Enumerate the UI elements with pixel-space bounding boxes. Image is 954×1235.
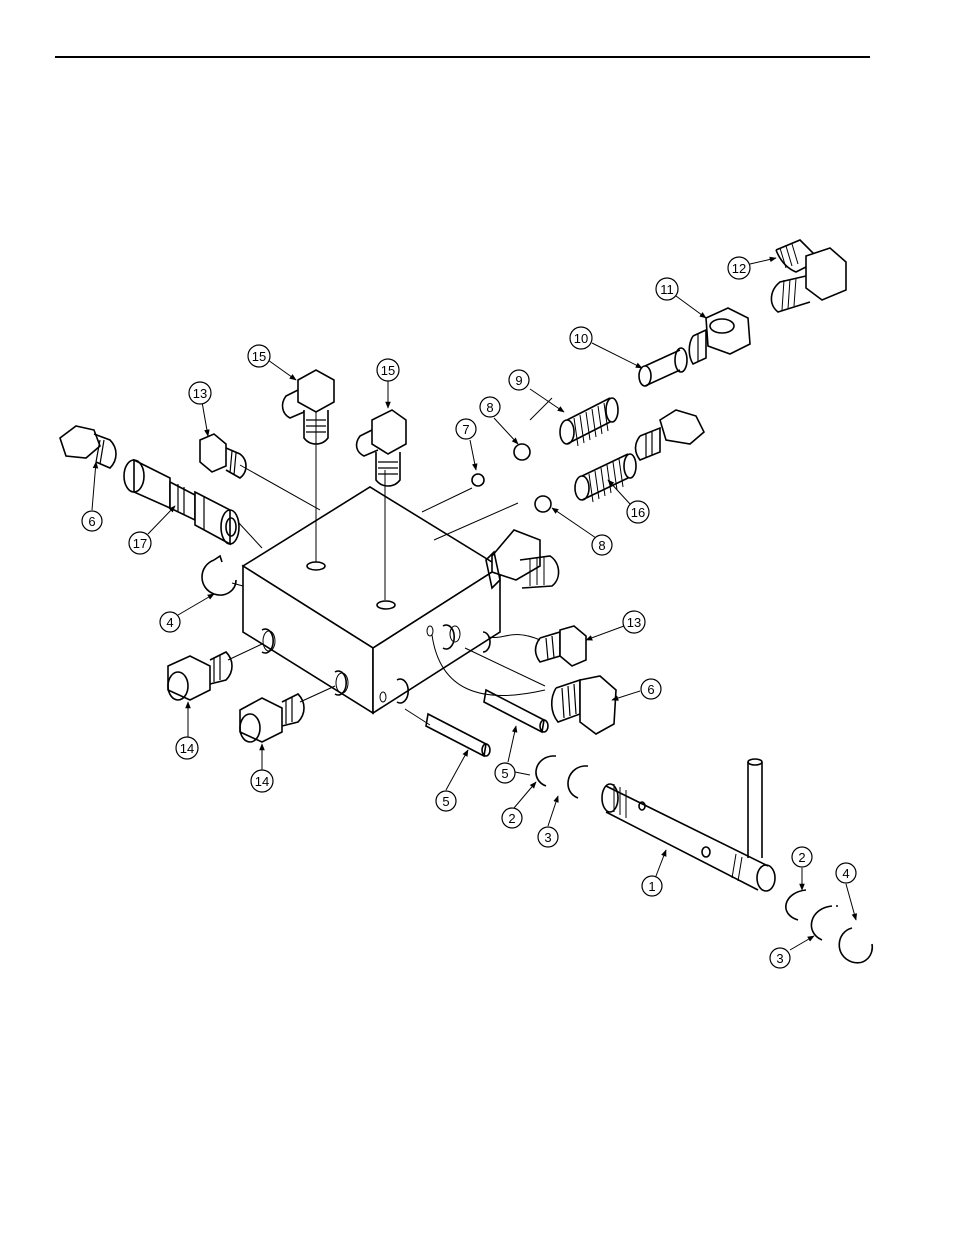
fitting-upper-left	[199, 433, 247, 479]
callout-label: 5	[442, 794, 449, 809]
hex-bolt-left	[59, 425, 117, 469]
fitting-lower-right	[534, 625, 587, 667]
pin-left	[425, 712, 491, 758]
callout-label: 15	[252, 349, 266, 364]
callout-label: 3	[544, 830, 551, 845]
manifold-block	[241, 486, 502, 715]
callout-label: 14	[180, 741, 194, 756]
callout-label: 2	[798, 850, 805, 865]
callout-5a: 5	[435, 790, 457, 812]
backup-ring-left	[535, 755, 556, 787]
callout-label: 9	[515, 373, 522, 388]
elbow-fitting-block-right	[485, 529, 560, 590]
callout-4a: 4	[159, 611, 181, 633]
callout-5b: 5	[494, 762, 516, 784]
spring-upper	[559, 397, 619, 447]
fitting-lower-left-b	[239, 693, 305, 743]
callout-2b: 2	[791, 846, 813, 868]
roll-pin	[747, 758, 763, 858]
callout-8a: 8	[479, 396, 501, 418]
callout-label: 12	[732, 261, 746, 276]
callout-6a: 6	[81, 510, 103, 532]
elbow-fitting-left	[281, 369, 335, 445]
callout-label: 16	[631, 505, 645, 520]
callout-label: 8	[486, 400, 493, 415]
callout-label: 15	[381, 363, 395, 378]
callout-15b: 15	[376, 358, 400, 382]
spool	[601, 783, 776, 892]
callout-4b: 4	[835, 862, 857, 884]
callout-12: 12	[727, 256, 751, 280]
pin-right	[483, 688, 549, 734]
callout-label: 6	[88, 514, 95, 529]
callout-label: 10	[574, 331, 588, 346]
callout-8b: 8	[591, 534, 613, 556]
elbow-fitting-right	[355, 409, 407, 487]
o-ring-right	[810, 905, 838, 941]
callout-7: 7	[455, 418, 477, 440]
adapter	[688, 307, 751, 366]
callout-14a: 14	[175, 736, 199, 760]
callout-15a: 15	[247, 344, 271, 368]
callout-label: 8	[598, 538, 605, 553]
spring-lower	[574, 453, 637, 503]
fitting-lower-left-a	[167, 651, 233, 701]
callout-11: 11	[655, 277, 679, 301]
callout-1: 1	[641, 875, 663, 897]
retaining-ring-left	[201, 554, 237, 596]
leader-lines	[91, 256, 858, 951]
hex-bolt-upper-right	[634, 409, 705, 461]
callout-16: 16	[626, 500, 650, 524]
callout-3a: 3	[537, 826, 559, 848]
assembly-lines	[227, 397, 553, 776]
callout-13a: 13	[188, 381, 212, 405]
callout-label: 13	[627, 615, 641, 630]
valve-cartridge	[123, 458, 240, 546]
backup-ring-right	[785, 889, 807, 921]
callout-14b: 14	[250, 769, 274, 793]
callout-label: 1	[648, 879, 655, 894]
callout-17: 17	[128, 531, 152, 555]
callout-label: 7	[462, 422, 469, 437]
callout-9: 9	[508, 369, 530, 391]
callout-label: 11	[660, 282, 674, 297]
callout-label: 6	[647, 682, 654, 697]
callout-label: 14	[255, 774, 269, 789]
callout-13b: 13	[622, 610, 646, 634]
small-ball	[471, 473, 485, 487]
callout-label: 4	[842, 866, 849, 881]
retaining-ring-right	[838, 927, 874, 964]
hex-bolt-lower-right	[550, 675, 617, 735]
callout-label: 17	[133, 536, 147, 551]
check-ball-lower	[534, 495, 552, 513]
callout-label: 3	[776, 951, 783, 966]
elbow-fitting-top-right	[770, 239, 847, 313]
o-ring-left	[567, 765, 588, 799]
callout-6b: 6	[640, 678, 662, 700]
callout-label: 5	[501, 766, 508, 781]
callout-3b: 3	[769, 947, 791, 969]
callout-2a: 2	[501, 807, 523, 829]
check-ball-upper	[513, 443, 531, 461]
callout-label: 2	[508, 811, 515, 826]
callout-label: 4	[166, 615, 173, 630]
sleeve	[638, 347, 688, 387]
callout-10: 10	[569, 326, 593, 350]
callout-label: 13	[193, 386, 207, 401]
